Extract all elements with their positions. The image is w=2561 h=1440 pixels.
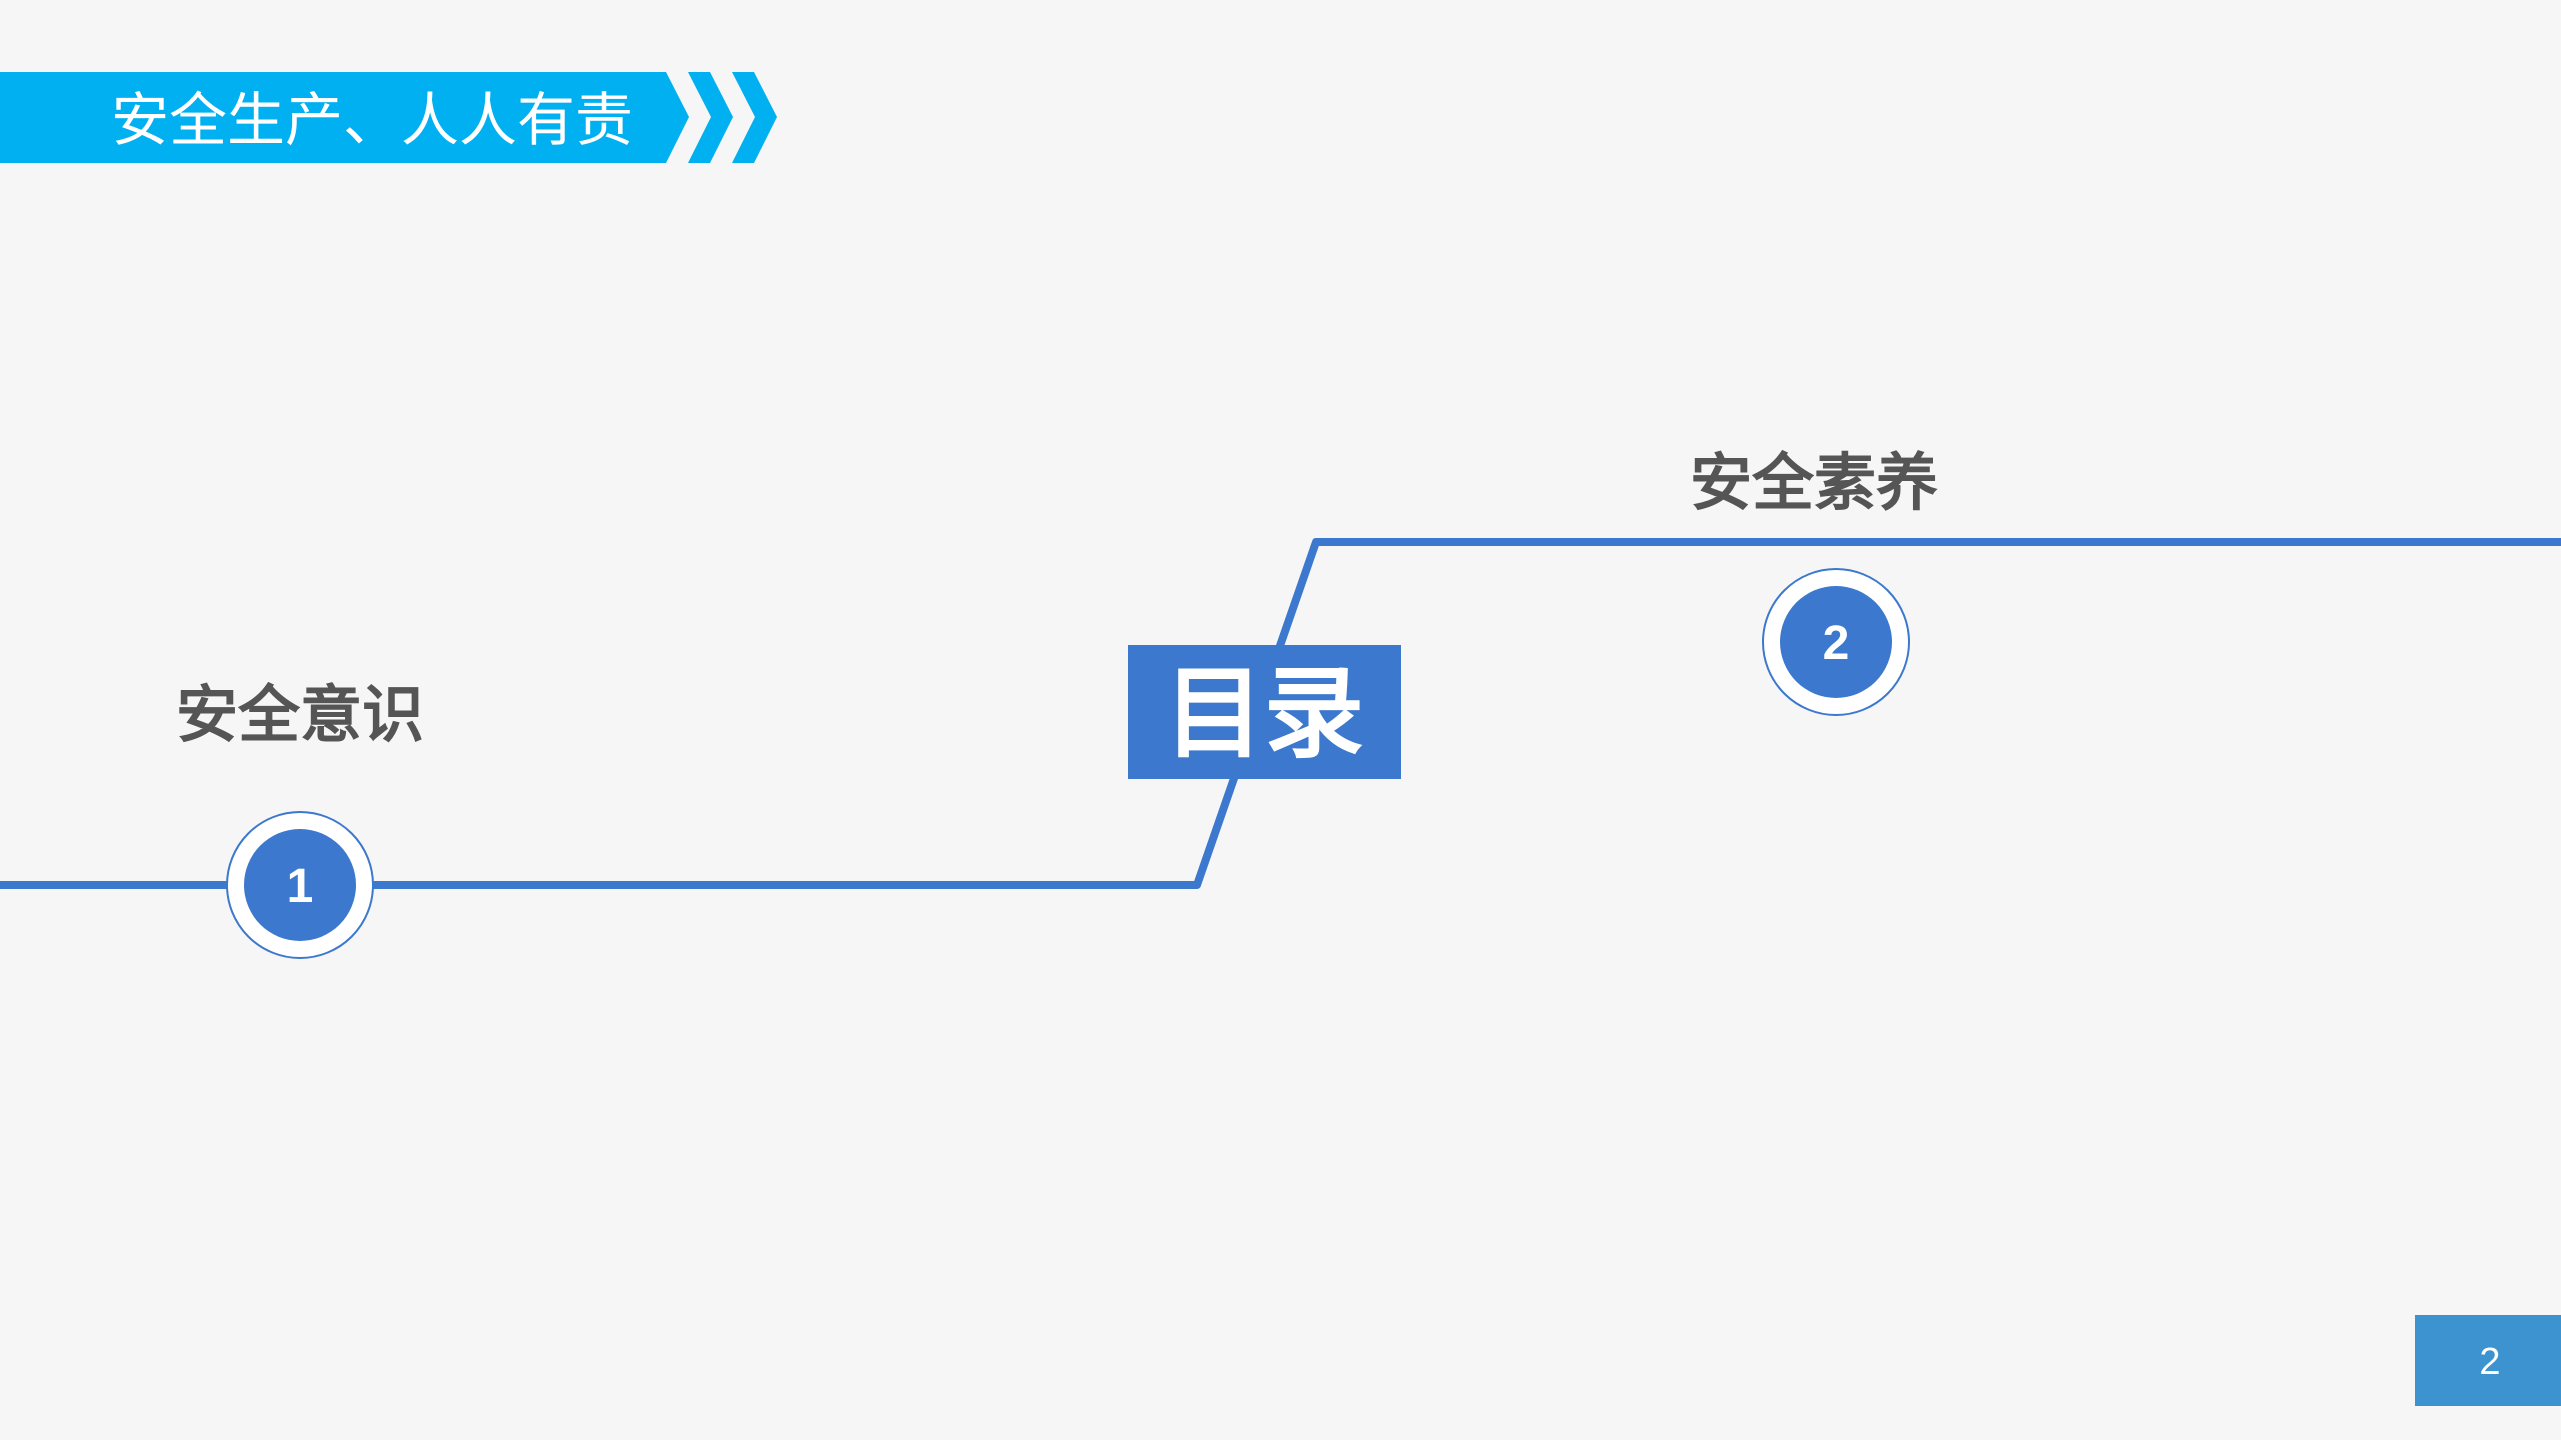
section-label[interactable]: 安全意识 (176, 678, 424, 751)
toc-box-bg (1128, 645, 1401, 779)
section-marker (1780, 586, 1892, 698)
section-2[interactable]: 安全素养 2 (1690, 446, 1938, 716)
toc-title: 目录 (1164, 655, 1364, 772)
section-label[interactable]: 安全素养 (1690, 446, 1938, 519)
header-title: 安全生产、人人有责 (111, 86, 633, 154)
header-bar (0, 72, 689, 163)
header-banner: 安全生产、人人有责 (0, 72, 777, 163)
section-1[interactable]: 安全意识 1 (176, 678, 424, 959)
page-number: 2 (2479, 1341, 2500, 1383)
chevron-icon (732, 72, 777, 163)
chevron-icon (688, 72, 733, 163)
section-number: 1 (287, 860, 314, 913)
page-number-bg (2415, 1315, 2561, 1406)
toc-box: 目录 (1128, 645, 1401, 779)
page-number-box: 2 (2415, 1315, 2561, 1406)
section-marker (244, 829, 356, 941)
section-number: 2 (1823, 617, 1850, 670)
